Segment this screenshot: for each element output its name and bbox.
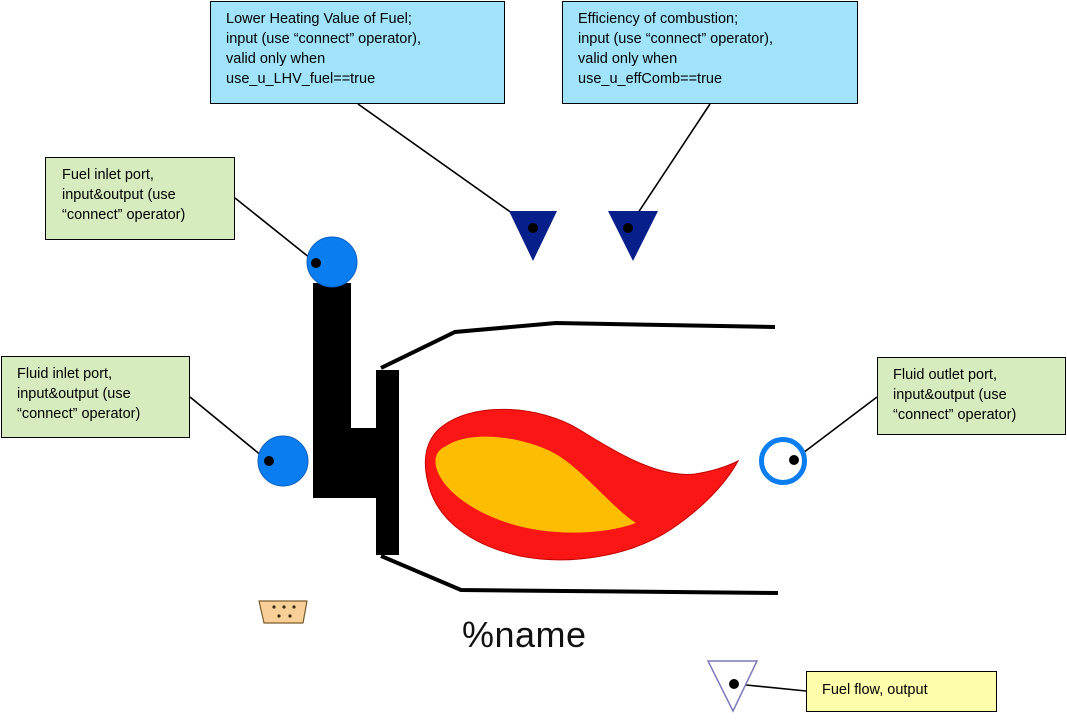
connector-line-fuel-inlet xyxy=(234,197,316,263)
callout-line: Lower Heating Value of Fuel; xyxy=(226,11,412,27)
chamber-upper-wall xyxy=(380,320,776,370)
efficiency-input-callout: Efficiency of combustion; input (use “co… xyxy=(562,1,858,104)
fluid-outlet-port-icon[interactable] xyxy=(759,437,807,485)
connector-line-fluid-inlet xyxy=(189,396,269,462)
fluid-outlet-callout: Fluid outlet port, input&output (use “co… xyxy=(877,357,1066,435)
callout-line: Efficiency of combustion; xyxy=(578,11,739,27)
callout-line: “connect” operator) xyxy=(62,207,186,223)
callout-line: input (use “connect” operator), xyxy=(226,31,422,47)
callout-line: input&output (use xyxy=(62,187,176,203)
chamber-lower-wall xyxy=(380,554,779,595)
callout-line: valid only when xyxy=(226,51,326,67)
connector-line-eff xyxy=(627,103,711,229)
connector-dot-fuel-inlet xyxy=(311,258,321,268)
burner-body-icon xyxy=(313,283,399,555)
connector-dot-fuel-flow xyxy=(729,679,739,689)
flame-icon xyxy=(424,408,740,561)
fuel-flow-callout: Fuel flow, output xyxy=(806,671,997,712)
connector-line-fluid-outlet xyxy=(794,396,878,460)
callout-line: “connect” operator) xyxy=(893,407,1017,423)
connector-line-lhv xyxy=(357,103,534,229)
connector-dot-fluid-inlet xyxy=(264,456,274,466)
fluid-inlet-port-icon[interactable] xyxy=(257,435,309,487)
callout-line: input (use “connect” operator), xyxy=(578,31,774,47)
callout-line: input&output (use xyxy=(17,386,131,402)
fluid-inlet-callout: Fluid inlet port, input&output (use “con… xyxy=(1,356,190,438)
callout-line: Fluid outlet port, xyxy=(893,367,997,383)
callout-line: Fluid inlet port, xyxy=(17,366,113,382)
callout-line: “connect” operator) xyxy=(17,406,141,422)
lhv-input-triangle-icon[interactable] xyxy=(509,211,557,261)
efficiency-input-triangle-icon[interactable] xyxy=(608,211,658,261)
component-name-label: %name xyxy=(462,614,587,655)
connector-dot-eff xyxy=(623,223,633,233)
callout-line: valid only when xyxy=(578,51,678,67)
tag-badge-icon xyxy=(258,600,308,624)
callout-line: use_u_effComb==true xyxy=(578,71,723,87)
lhv-input-callout: Lower Heating Value of Fuel; input (use … xyxy=(210,1,505,104)
callout-line: Fuel flow, output xyxy=(822,682,928,698)
connector-dot-lhv xyxy=(528,223,538,233)
callout-line: input&output (use xyxy=(893,387,1007,403)
callout-line: use_u_LHV_fuel==true xyxy=(226,71,376,87)
connector-line-fuel-flow xyxy=(735,683,807,692)
connector-dot-fluid-outlet xyxy=(789,455,799,465)
fuel-inlet-callout: Fuel inlet port, input&output (use “conn… xyxy=(45,157,235,240)
callout-line: Fuel inlet port, xyxy=(62,167,154,183)
fuel-inlet-port-icon[interactable] xyxy=(306,236,358,288)
